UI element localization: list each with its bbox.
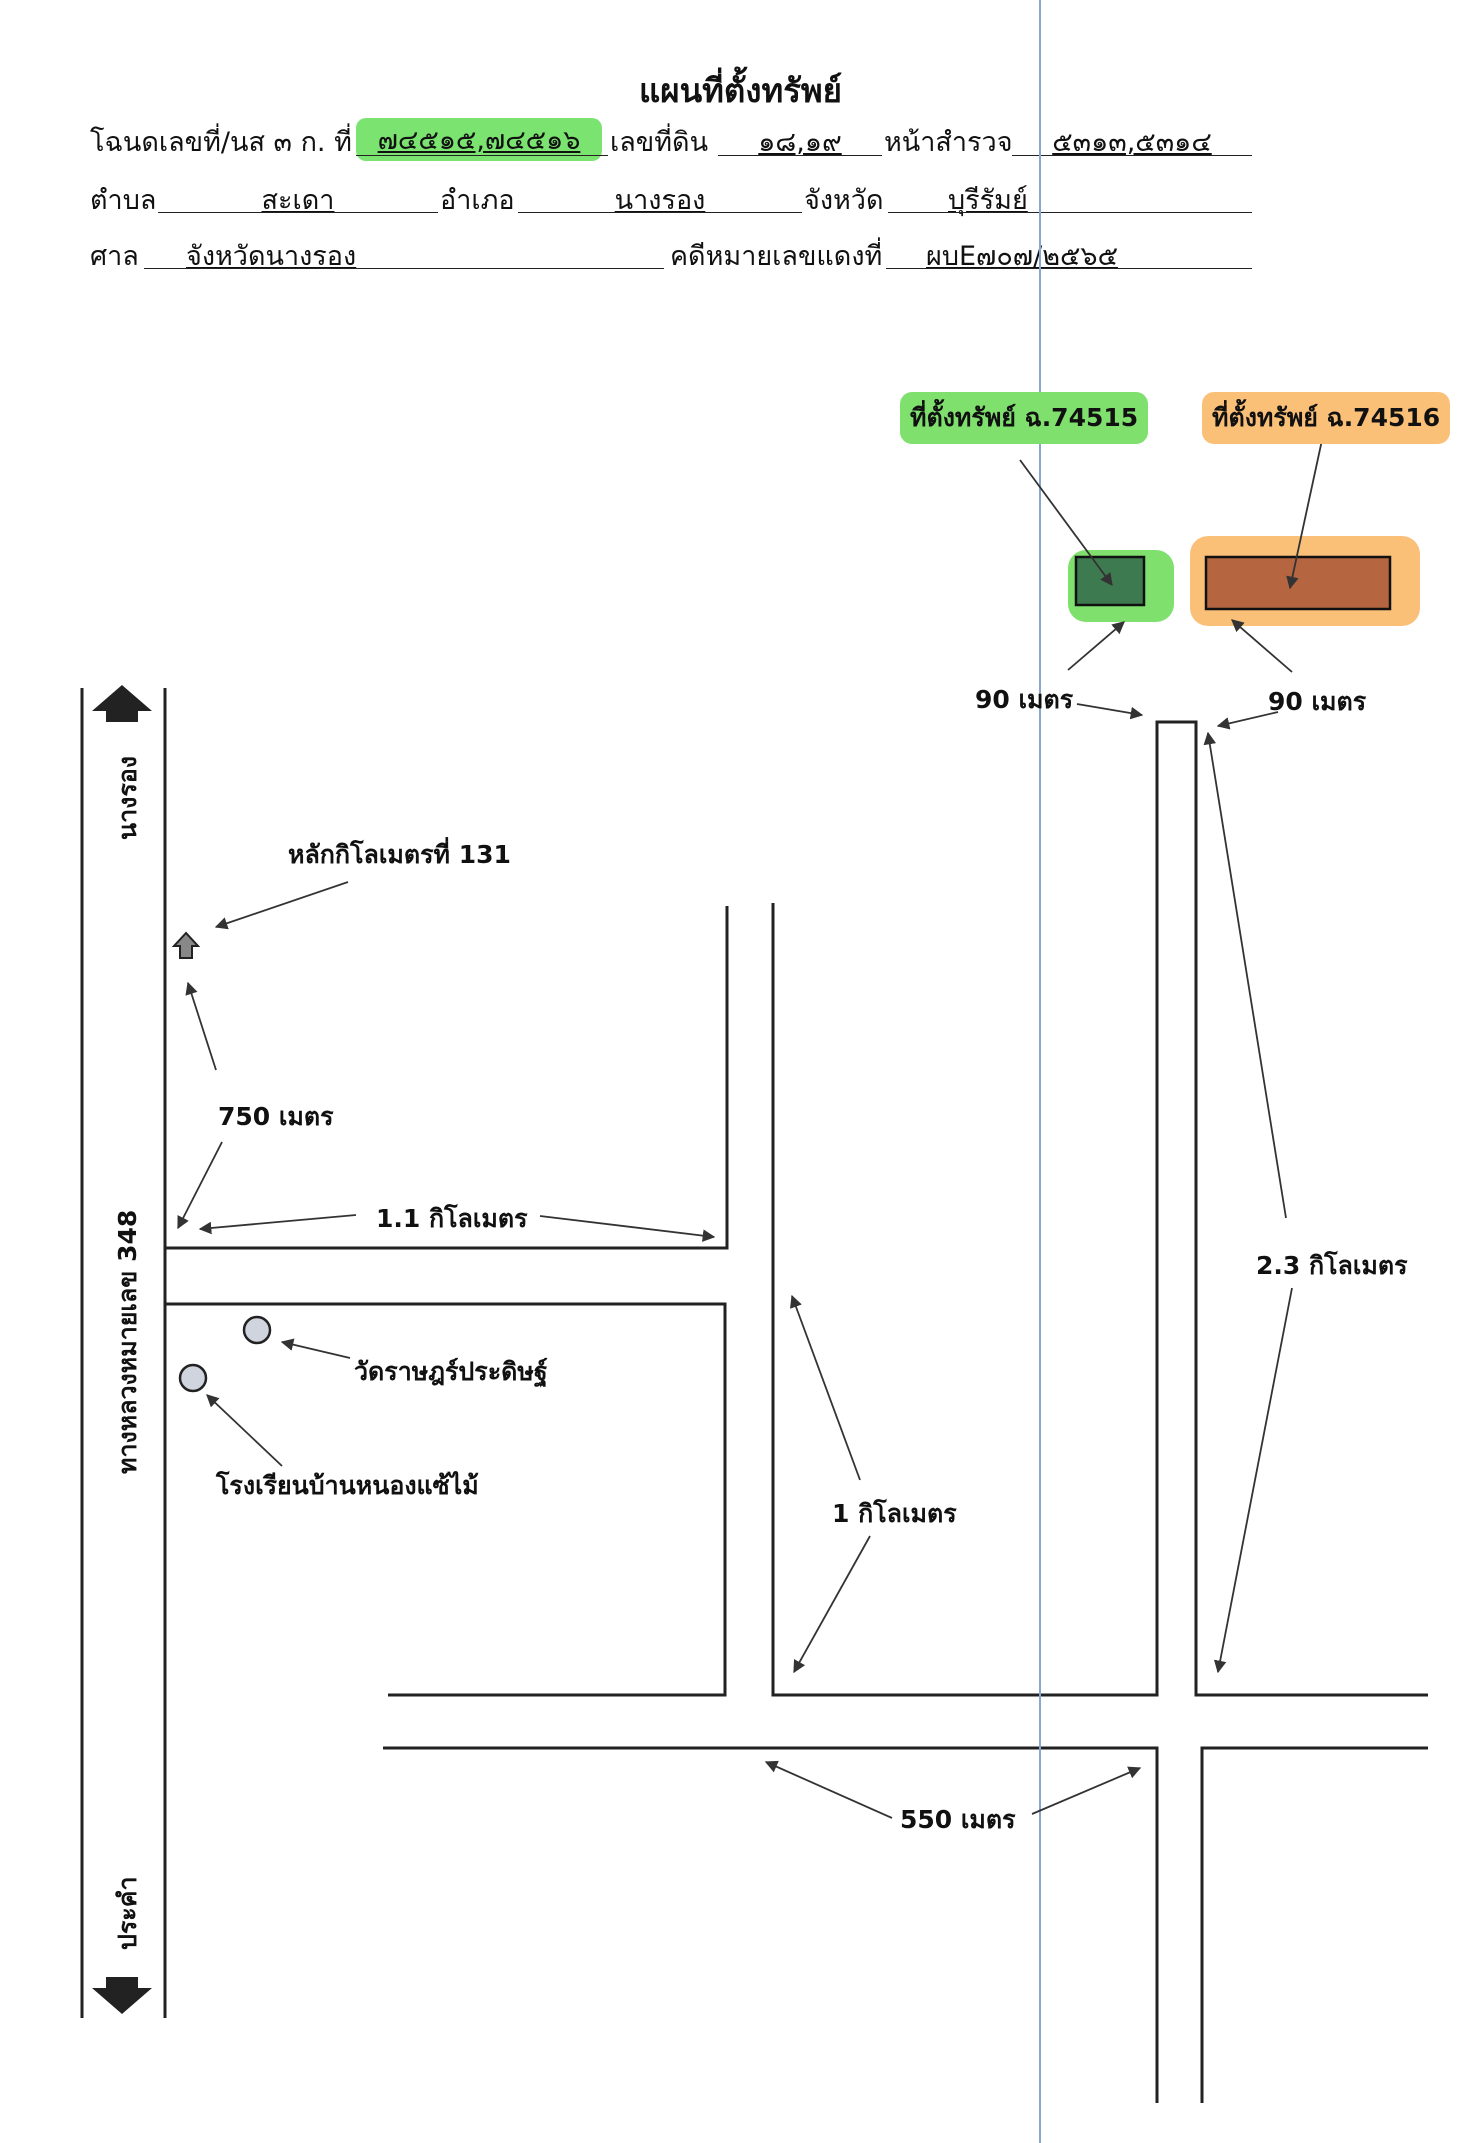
district-underline [518, 212, 802, 213]
survey-page-underline [1012, 155, 1252, 156]
property-label-74515: ที่ตั้งทรัพย์ ฉ.74515 [900, 392, 1149, 444]
school-marker-icon [178, 1363, 208, 1393]
distance-2-3km: 2.3 กิโลเมตร [1256, 1251, 1408, 1280]
page-title: แผนที่ตั้งทรัพย์ [638, 71, 843, 110]
north-arrow-icon [92, 685, 152, 722]
subdistrict-underline [158, 212, 438, 213]
province-underline [888, 212, 1252, 213]
pointer-school [206, 1394, 283, 1467]
deed-value: ๗๔๕๑๕,๗๔๕๑๖ [356, 118, 602, 161]
school-label: โรงเรียนบ้านหนองแซ้ไม้ [216, 1471, 479, 1500]
pointer-2-3km-up [1203, 731, 1287, 1219]
temple-marker-icon [242, 1315, 272, 1345]
pointer-750-up [185, 981, 217, 1071]
distance-750m: 750 เมตร [218, 1102, 334, 1131]
district-label: อำเภอ [440, 185, 515, 216]
pointer-90m-right-road [1216, 711, 1279, 730]
court-underline [144, 268, 664, 269]
pointer-1-1km-right [539, 1215, 716, 1242]
deed-underline [356, 155, 608, 156]
pointer-property-1 [1019, 459, 1113, 587]
pointer-property-2 [1286, 439, 1323, 590]
km-marker-icon [171, 931, 201, 959]
deed-label: โฉนดเลขที่/นส ๓ ก. ที่ [90, 127, 352, 158]
pointer-1km-down [793, 1535, 871, 1674]
pointer-750-down [177, 1141, 223, 1230]
distance-90m-left: 90 เมตร [975, 685, 1074, 714]
province-label: จังหวัด [804, 185, 884, 216]
south-arrow-icon [92, 1977, 152, 2014]
highway-label: ทางหลวงหมายเลข 348 [113, 1209, 142, 1474]
pointer-temple [280, 1338, 351, 1359]
land-no-underline [718, 155, 882, 156]
subdistrict-label: ตำบล [90, 185, 157, 216]
pointer-90m-right-up [1231, 619, 1293, 673]
land-no-label: เลขที่ดิน [610, 127, 709, 158]
pointer-1km-up [790, 1294, 861, 1481]
pointer-2-3km-down [1213, 1287, 1293, 1674]
pointer-90m-left-up [1067, 621, 1125, 671]
temple-label: วัดราษฎร์ประดิษฐ์ [354, 1357, 548, 1386]
distance-1-1km: 1.1 กิโลเมตร [376, 1204, 528, 1233]
property-label-74516: ที่ตั้งทรัพย์ ฉ.74516 [1202, 392, 1451, 444]
case-label: คดีหมายเลขแดงที่ [670, 241, 883, 272]
district-value: นางรอง [614, 185, 706, 216]
court-value: จังหวัดนางรอง [186, 241, 357, 272]
case-underline [886, 268, 1252, 269]
distance-550m: 550 เมตร [900, 1805, 1016, 1834]
survey-page-value: ๕๓๑๓,๕๓๑๔ [1052, 127, 1212, 158]
direction-north-label: นางรอง [113, 756, 142, 840]
direction-south-label: ประคำ [113, 1876, 142, 1951]
pointer-90m-left-road [1076, 703, 1144, 720]
pointer-550-right [1031, 1766, 1142, 1815]
side-road-1 [165, 720, 1428, 2103]
survey-page-label: หน้าสำรวจ [884, 127, 1013, 158]
highway-348 [80, 688, 167, 2018]
km-marker-label: หลักกิโลเมตรที่ 131 [288, 840, 511, 869]
distance-1km: 1 กิโลเมตร [832, 1499, 957, 1528]
court-label: ศาล [90, 241, 139, 272]
case-value: ผบE๗๐๗/๒๕๖๕ [926, 241, 1119, 272]
property-parcel-74516 [1204, 555, 1392, 611]
pointer-km-marker [214, 881, 349, 930]
pointer-1-1km-left [198, 1214, 357, 1235]
land-no-value: ๑๘,๑๙ [758, 127, 842, 158]
province-value: บุรีรัมย์ [948, 185, 1028, 216]
distance-90m-right: 90 เมตร [1268, 687, 1367, 716]
subdistrict-value: สะเดา [261, 185, 335, 216]
pointer-550-left [764, 1760, 893, 1819]
